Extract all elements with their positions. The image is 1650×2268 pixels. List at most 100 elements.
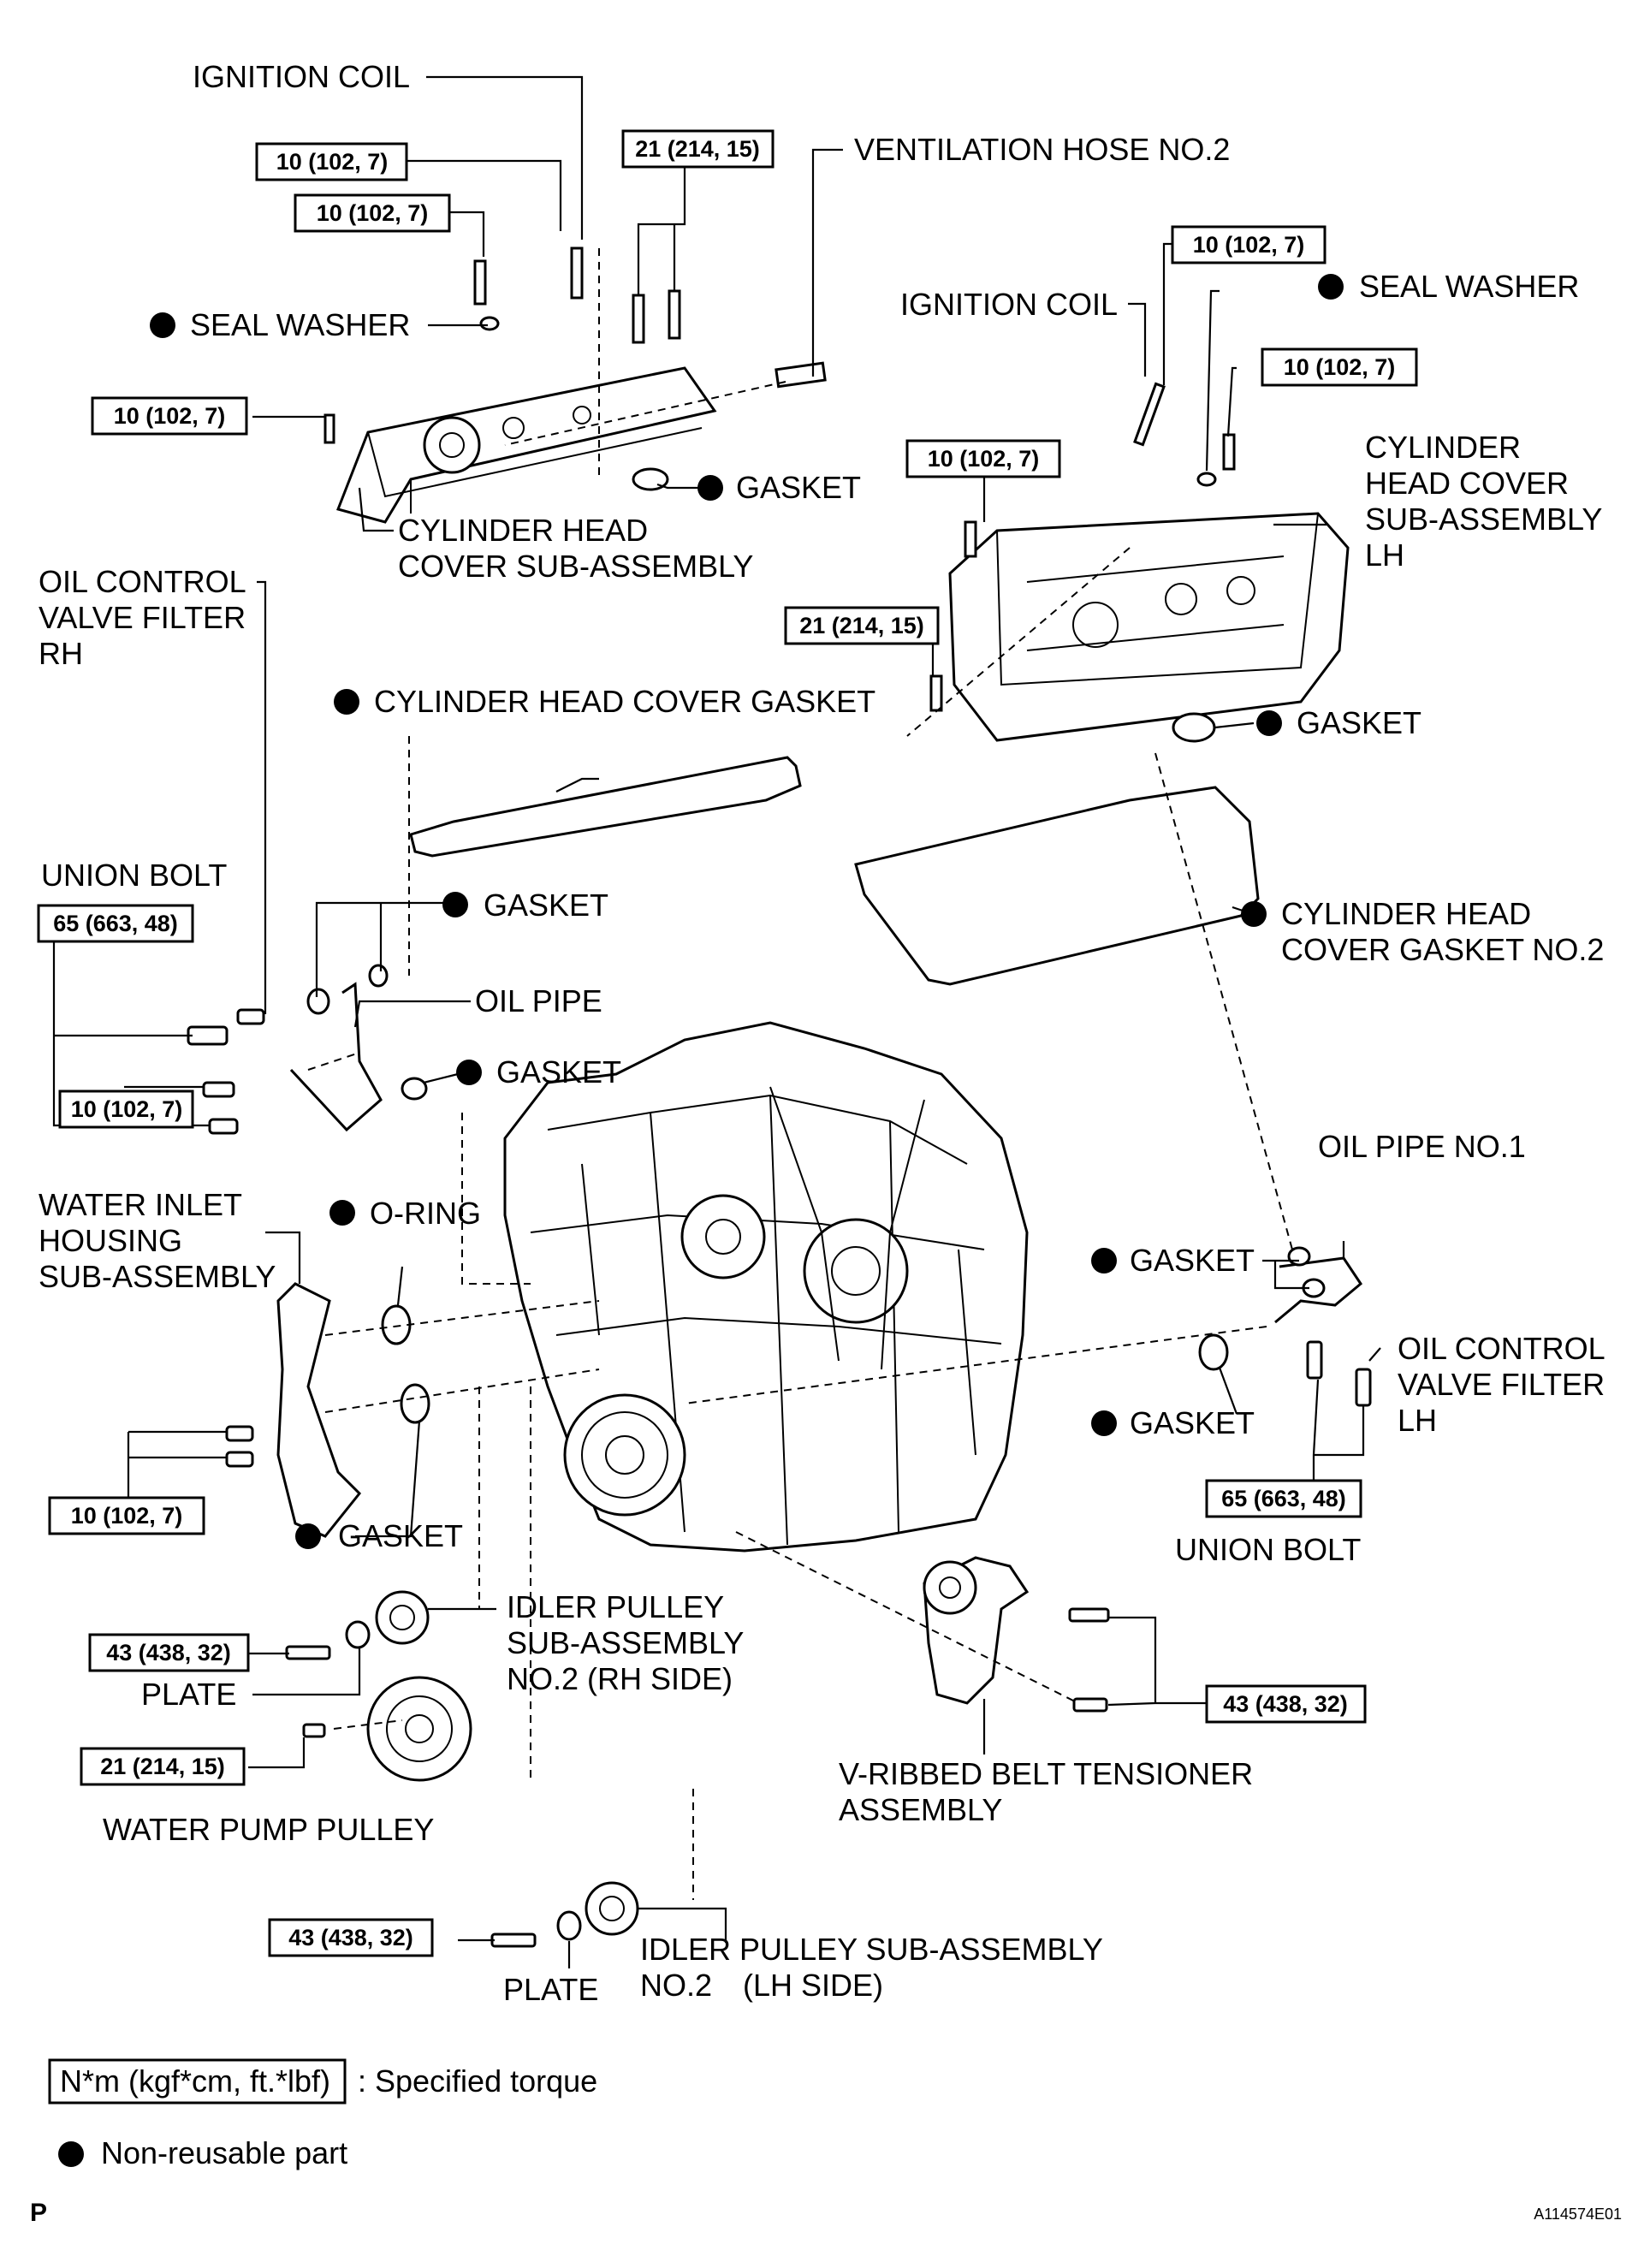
torque-specs: 10 (102, 7) 10 (102, 7) 21 (214, 15) 10 … bbox=[37, 129, 1418, 1957]
label-plate-lower: PLATE bbox=[503, 1972, 598, 2007]
label-cylinder-head-cover-gasket-no2: COVER GASKET NO.2 bbox=[1281, 932, 1604, 967]
label-oil-pipe: OIL PIPE bbox=[475, 983, 602, 1018]
label-cylinder-head-cover-lh: LH bbox=[1365, 537, 1404, 573]
torque-box: 43 (438, 32) bbox=[268, 1918, 434, 1957]
torque-box: 10 (102, 7) bbox=[255, 142, 408, 181]
label-gasket-water-inlet: GASKET bbox=[338, 1518, 463, 1553]
svg-text:10 (102, 7): 10 (102, 7) bbox=[317, 200, 429, 226]
torque-box: 21 (214, 15) bbox=[621, 129, 775, 169]
label-water-pump-pulley: WATER PUMP PULLEY bbox=[103, 1812, 434, 1847]
label-ocv-filter-rh: VALVE FILTER bbox=[39, 600, 246, 635]
non-reusable-marker bbox=[442, 892, 468, 917]
legend-torque-desc: : Specified torque bbox=[358, 2063, 597, 2099]
label-ocv-filter-rh: RH bbox=[39, 636, 83, 671]
label-belt-tensioner: ASSEMBLY bbox=[839, 1792, 1002, 1827]
non-reusable-marker bbox=[329, 1200, 355, 1226]
torque-box: 10 (102, 7) bbox=[1261, 347, 1418, 387]
torque-box: 21 (214, 15) bbox=[784, 606, 940, 645]
label-gasket-oil-pipe-bottom: GASKET bbox=[496, 1054, 621, 1089]
alignment-lines bbox=[307, 248, 1293, 1900]
torque-box: 10 (102, 7) bbox=[294, 193, 451, 233]
torque-box: 10 (102, 7) bbox=[58, 1089, 194, 1129]
label-gasket-lh-lower: GASKET bbox=[1130, 1405, 1255, 1440]
label-ignition-coil-lh: IGNITION COIL bbox=[900, 287, 1118, 322]
label-union-bolt-lh: UNION BOLT bbox=[1175, 1532, 1361, 1567]
svg-text:21 (214, 15): 21 (214, 15) bbox=[799, 613, 924, 638]
label-cylinder-head-cover-gasket: CYLINDER HEAD COVER GASKET bbox=[374, 684, 875, 719]
engine-block bbox=[503, 1021, 1029, 1553]
figure-code: A114574E01 bbox=[1534, 2206, 1622, 2223]
svg-text:10 (102, 7): 10 (102, 7) bbox=[71, 1503, 183, 1529]
label-o-ring: O-RING bbox=[370, 1196, 481, 1231]
cylinder-head-cover-gasket bbox=[409, 756, 802, 858]
svg-text:10 (102, 7): 10 (102, 7) bbox=[1284, 354, 1396, 380]
non-reusable-marker bbox=[150, 312, 175, 338]
non-reusable-marker bbox=[334, 689, 359, 715]
label-seal-washer-rh: SEAL WASHER bbox=[190, 307, 410, 342]
torque-box: 65 (663, 48) bbox=[1205, 1479, 1362, 1518]
label-cylinder-head-cover-lh: CYLINDER bbox=[1365, 430, 1521, 465]
cylinder-head-cover-gasket-no2 bbox=[854, 786, 1260, 986]
small-parts bbox=[187, 246, 1372, 1948]
label-oil-pipe-no1: OIL PIPE NO.1 bbox=[1318, 1129, 1526, 1164]
svg-text:43 (438, 32): 43 (438, 32) bbox=[288, 1925, 413, 1950]
label-water-inlet-housing: SUB-ASSEMBLY bbox=[39, 1259, 276, 1294]
label-idler-pulley-lh: (LH SIDE) bbox=[743, 1968, 883, 2003]
svg-text:10 (102, 7): 10 (102, 7) bbox=[71, 1096, 183, 1122]
part-labels: IGNITION COIL VENTILATION HOSE NO.2 SEAL… bbox=[39, 59, 1605, 2007]
svg-text:43 (438, 32): 43 (438, 32) bbox=[106, 1640, 231, 1665]
non-reusable-marker bbox=[58, 2141, 84, 2167]
label-idler-pulley-rh: IDLER PULLEY bbox=[507, 1589, 724, 1624]
label-cylinder-head-cover-lh: SUB-ASSEMBLY bbox=[1365, 502, 1602, 537]
label-gasket-oil-pipe-no1: GASKET bbox=[1130, 1243, 1255, 1278]
label-cylinder-head-cover-rh: COVER SUB-ASSEMBLY bbox=[398, 549, 753, 584]
svg-text:65 (663, 48): 65 (663, 48) bbox=[1221, 1486, 1346, 1511]
label-gasket-rh-cover: GASKET bbox=[736, 470, 861, 505]
torque-box: 10 (102, 7) bbox=[48, 1496, 205, 1535]
label-gasket-oil-pipe-top: GASKET bbox=[484, 888, 608, 923]
svg-text:21 (214, 15): 21 (214, 15) bbox=[100, 1754, 225, 1779]
svg-text:43 (438, 32): 43 (438, 32) bbox=[1223, 1691, 1348, 1717]
svg-text:10 (102, 7): 10 (102, 7) bbox=[114, 403, 226, 429]
label-cylinder-head-cover-lh: HEAD COVER bbox=[1365, 466, 1569, 501]
page-marker: P bbox=[30, 2199, 47, 2227]
label-idler-pulley-lh: NO.2 bbox=[640, 1968, 712, 2003]
torque-box: 21 (214, 15) bbox=[80, 1747, 246, 1786]
label-water-inlet-housing: HOUSING bbox=[39, 1223, 182, 1258]
leader-lines bbox=[52, 75, 1381, 1968]
cylinder-head-cover-rh bbox=[335, 361, 827, 524]
label-idler-pulley-rh: SUB-ASSEMBLY bbox=[507, 1625, 744, 1660]
label-idler-pulley-rh: NO.2 (RH SIDE) bbox=[507, 1661, 733, 1696]
svg-text:10 (102, 7): 10 (102, 7) bbox=[928, 446, 1040, 472]
legend-non-reusable: Non-reusable part bbox=[101, 2135, 347, 2170]
torque-box: 10 (102, 7) bbox=[905, 439, 1061, 478]
non-reusable-marker bbox=[456, 1060, 482, 1085]
label-plate-upper: PLATE bbox=[141, 1677, 236, 1712]
svg-text:21 (214, 15): 21 (214, 15) bbox=[635, 136, 760, 162]
non-reusable-marker bbox=[1318, 274, 1344, 300]
legend: N*m (kgf*cm, ft.*lbf) : Specified torque… bbox=[48, 2058, 597, 2170]
label-union-bolt-rh: UNION BOLT bbox=[41, 858, 227, 893]
torque-box: 10 (102, 7) bbox=[1171, 225, 1327, 264]
non-reusable-marker bbox=[1091, 1248, 1117, 1274]
label-belt-tensioner: V-RIBBED BELT TENSIONER bbox=[839, 1756, 1253, 1791]
torque-box: 65 (663, 48) bbox=[37, 904, 194, 943]
label-ocv-filter-lh: VALVE FILTER bbox=[1398, 1367, 1605, 1402]
label-ocv-filter-rh: OIL CONTROL bbox=[39, 564, 246, 599]
label-water-inlet-housing: WATER INLET bbox=[39, 1187, 242, 1222]
label-ventilation-hose: VENTILATION HOSE NO.2 bbox=[854, 132, 1230, 167]
label-ocv-filter-lh: OIL CONTROL bbox=[1398, 1331, 1605, 1366]
non-reusable-marker bbox=[295, 1523, 321, 1549]
label-idler-pulley-lh: IDLER PULLEY SUB-ASSEMBLY bbox=[640, 1932, 1103, 1967]
legend-torque-box bbox=[48, 2058, 347, 2105]
non-reusable-markers bbox=[58, 274, 1344, 2167]
non-reusable-marker bbox=[1241, 901, 1267, 927]
label-gasket-lh-cover: GASKET bbox=[1297, 705, 1421, 740]
svg-text:65 (663, 48): 65 (663, 48) bbox=[53, 911, 178, 936]
legend-torque-units: N*m (kgf*cm, ft.*lbf) bbox=[60, 2063, 330, 2099]
svg-text:10 (102, 7): 10 (102, 7) bbox=[1193, 232, 1305, 258]
non-reusable-marker bbox=[1256, 710, 1282, 736]
label-seal-washer-lh: SEAL WASHER bbox=[1359, 269, 1579, 304]
